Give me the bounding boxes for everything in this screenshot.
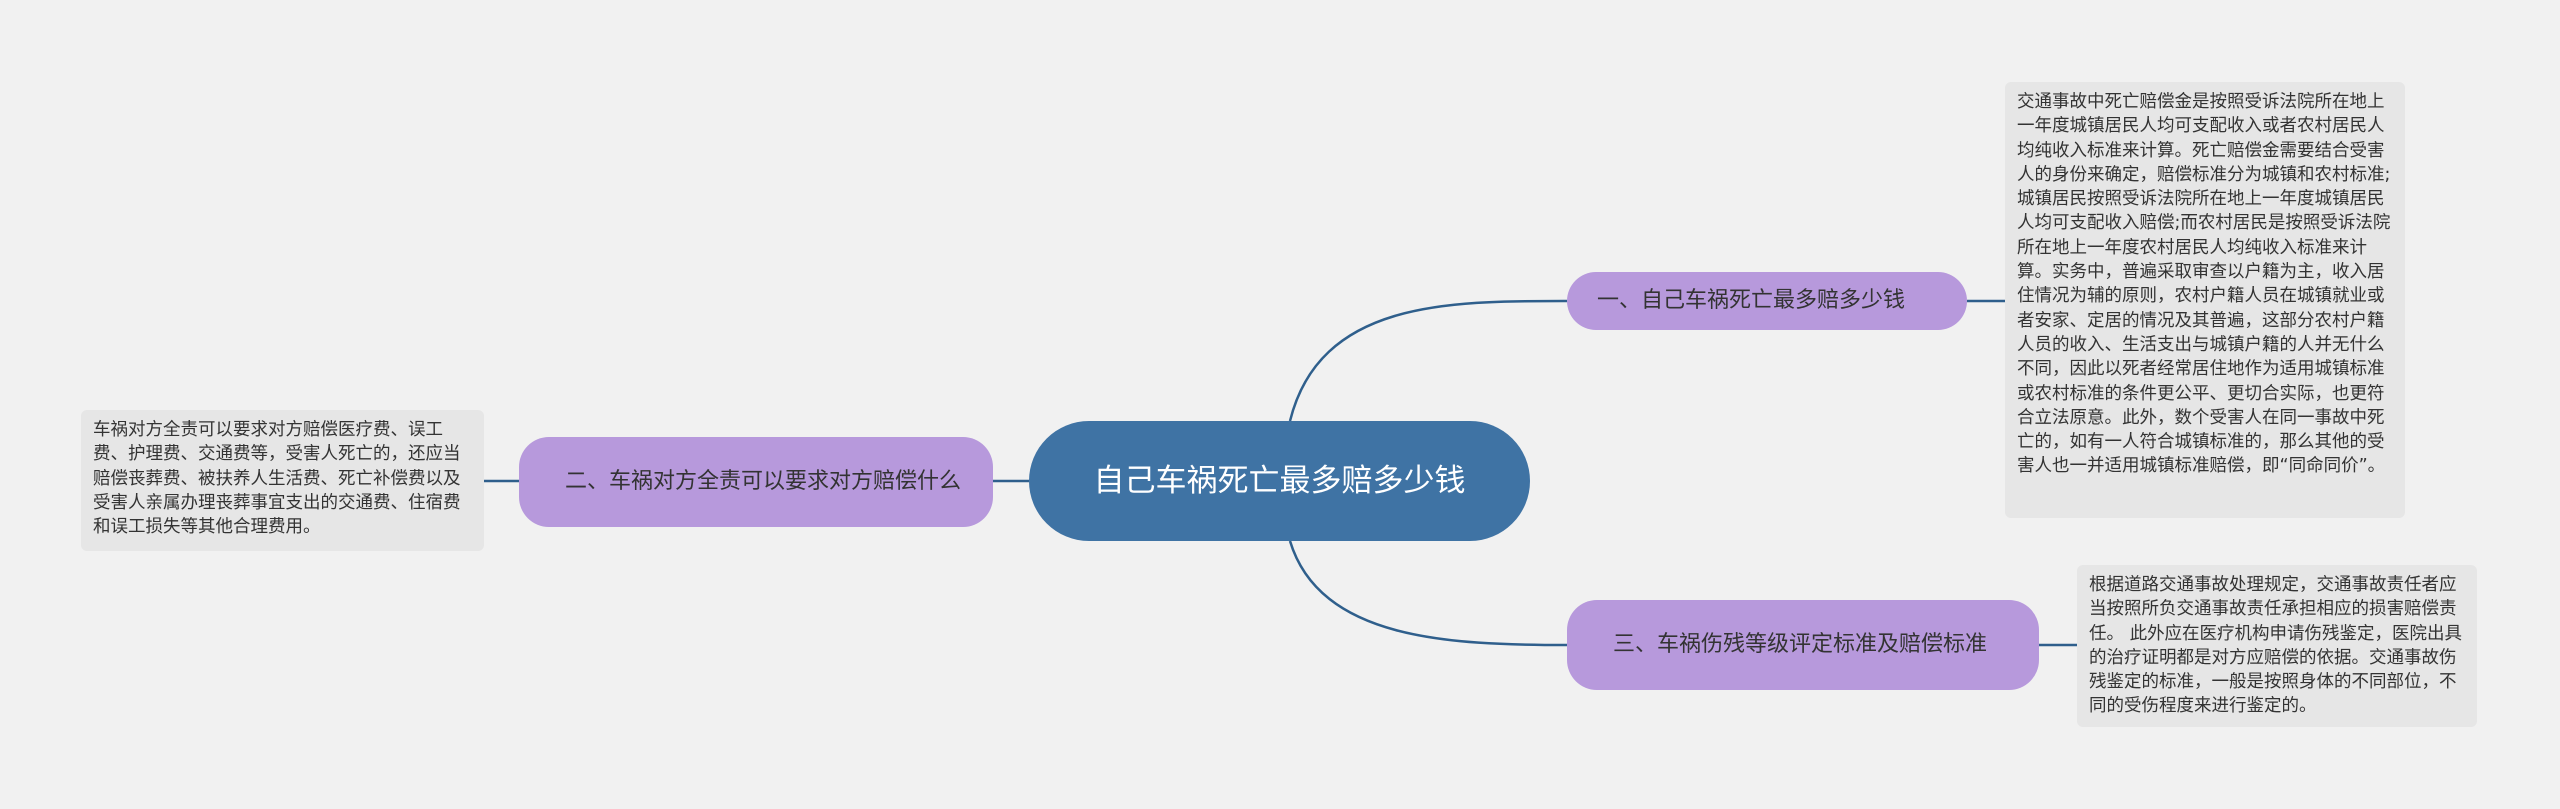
branch-topic-1-label: 一、自己车祸死亡最多赔多少钱 [1597,288,1906,313]
connector-root-b1 [1288,299,1568,422]
root-topic-label: 自己车祸死亡最多赔多少钱 [1093,463,1466,499]
note-topic-2[interactable]: 车祸对方全责可以要求对方赔偿医疗费、误工费、护理费、交通费等，受害人死亡的，还应… [81,410,484,551]
branch-topic-3-label: 三、车祸伤残等级评定标准及赔偿标准 [1613,632,1988,657]
note-topic-3[interactable]: 根据道路交通事故处理规定，交通事故责任者应当按照所负交通事故责任承担相应的损害赔… [2077,565,2477,727]
branch-topic-2-label: 二、车祸对方全责可以要求对方赔偿什么 [565,469,962,494]
note-topic-1[interactable]: 交通事故中死亡赔偿金是按照受诉法院所在地上一年度城镇居民人均可支配收入或者农村居… [2005,82,2405,518]
branch-topic-3[interactable]: 三、车祸伤残等级评定标准及赔偿标准 [1567,600,2039,690]
branch-topic-2[interactable]: 二、车祸对方全责可以要求对方赔偿什么 [519,437,993,527]
root-topic[interactable]: 自己车祸死亡最多赔多少钱 [1029,421,1530,541]
connector-root-b3 [1288,540,1568,647]
branch-topic-1[interactable]: 一、自己车祸死亡最多赔多少钱 [1567,272,1967,330]
